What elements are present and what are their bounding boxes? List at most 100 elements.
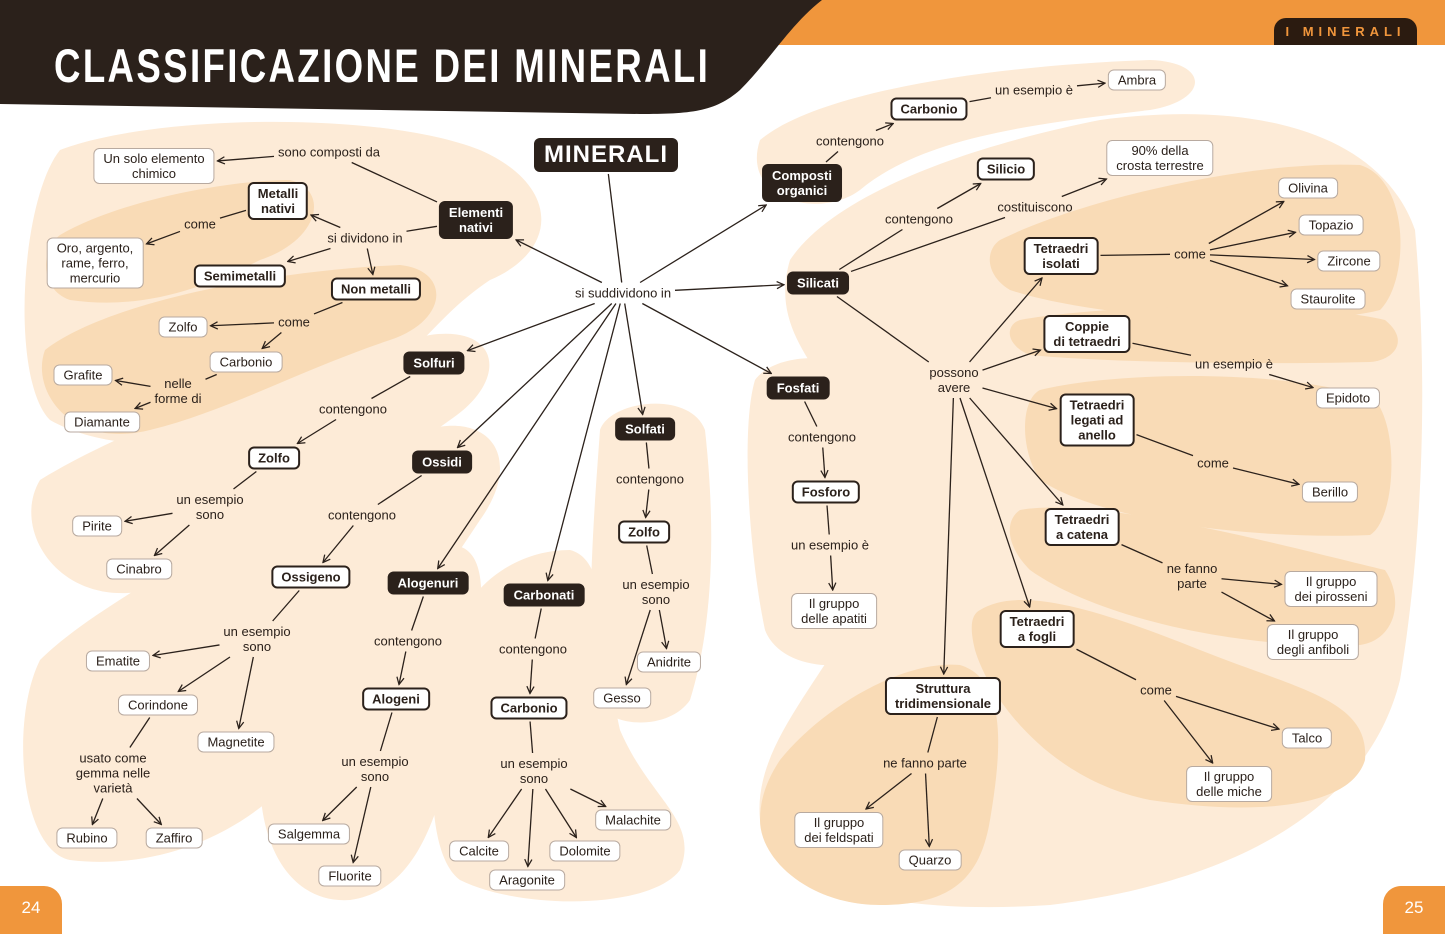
arrow-suddividono-to-fosfati (642, 302, 771, 374)
line-minerali-to-suddividono (607, 173, 623, 283)
line-elementi-to-composti_da (351, 161, 438, 203)
arrow-possono-to-struttura (944, 397, 955, 674)
blob-tisolati (989, 164, 1401, 321)
arrow-esempio1-to-cinabro (154, 524, 190, 556)
concept-node-zolfo3: Zolfo (618, 520, 670, 544)
concept-node-zaffiro: Zaffiro (145, 827, 203, 849)
arrow-usato-to-zaffiro (136, 798, 161, 825)
concept-node-topazio: Topazio (1298, 214, 1364, 236)
arrow-suddividono-to-carbonati (548, 303, 621, 581)
line-carbonio1-to-nelle (205, 373, 217, 380)
line-solfati-to-contengono5 (645, 442, 650, 469)
link-label-contengono3: contengono (374, 633, 442, 649)
line-silicati-to-possono (836, 295, 930, 363)
line-elementi-to-si_dividono (406, 225, 438, 232)
link-label-contengono4: contengono (499, 641, 567, 657)
concept-node-pirosseni: Il gruppo dei pirosseni (1284, 571, 1378, 607)
title-banner (0, 0, 822, 114)
arrow-si_dividono-to-nonmetalli (366, 248, 373, 275)
link-label-contengono1: contengono (319, 401, 387, 417)
concept-node-pirite: Pirite (72, 515, 122, 537)
arrow-composti_da-to-un_solo (218, 155, 275, 161)
concept-node-talco: Talco (1281, 727, 1333, 749)
blob-fogli (971, 599, 1366, 808)
arrow-esempio1-to-pirite (125, 512, 173, 521)
concept-node-zolfo2: Zolfo (248, 446, 300, 470)
concept-node-feldspati: Il gruppo dei feldspati (794, 812, 884, 848)
link-label-esempio7: un esempio è (994, 82, 1074, 98)
concept-node-apatiti: Il gruppo delle apatiti (791, 593, 877, 629)
concept-node-anidrite: Anidrite (636, 651, 702, 673)
line-fosfati-to-contengono6 (804, 401, 818, 427)
arrow-esempio3-to-salgemma (323, 786, 358, 821)
link-label-come1: come (184, 216, 216, 232)
concept-node-rubino: Rubino (56, 827, 118, 849)
concept-node-staurolite: Staurolite (1290, 288, 1366, 310)
concept-node-oro: Oro, argento, rame, ferro, mercurio (46, 237, 144, 289)
arrow-contengono7-to-carbonio3 (875, 124, 893, 132)
concept-node-ematite: Ematite (85, 650, 151, 672)
line-coppie-to-esempio8 (1132, 342, 1192, 356)
concept-node-struttura: Struttura tridimensionale (884, 677, 1002, 715)
concept-node-catena: Tetraedri a catena (1044, 508, 1120, 546)
arrow-come3-to-olivina (1208, 202, 1284, 245)
blob-alogenuri (259, 545, 482, 901)
concept-node-composti: Composti organici (762, 164, 842, 202)
link-label-costituiscono: costituiscono (997, 199, 1073, 215)
line-carbonati-to-contengono4 (534, 608, 542, 639)
concept-node-solfuri: Solfuri (403, 351, 465, 375)
link-label-come3: come (1174, 246, 1206, 262)
link-label-nefanno1: ne fanno parte (1166, 561, 1218, 591)
line-zolfo2-to-esempio1 (233, 470, 257, 490)
arrow-come2-to-zolfo1 (211, 323, 275, 326)
concept-node-crosta: 90% della crosta terrestre (1106, 140, 1214, 176)
line-alogeni-to-esempio3 (379, 712, 393, 752)
concept-node-carbonio1: Carbonio (209, 351, 283, 373)
arrow-usato-to-rubino (92, 798, 104, 825)
arrow-possono-to-fogli (959, 397, 1030, 607)
line-zolfo3-to-esempio5 (646, 545, 654, 575)
arrow-esempio4-to-calcite (488, 788, 523, 838)
link-label-si-dividono: si dividono in (327, 230, 403, 246)
arrow-suddividono-to-composti (639, 205, 766, 284)
arrow-nelle-to-diamante (135, 401, 151, 408)
arrow-esempio4-to-malachite (570, 788, 605, 807)
arrow-come3-to-staurolite (1209, 259, 1288, 286)
concept-node-zircone: Zircone (1317, 250, 1381, 272)
arrow-possono-to-coppie (982, 350, 1041, 371)
arrow-esempio6-to-apatiti (831, 555, 833, 591)
concept-node-nonmetalli: Non metalli (330, 277, 422, 301)
line-struttura-to-nefanno2 (927, 716, 938, 753)
arrow-esempio2-to-ematite (153, 644, 220, 656)
arrow-come5-to-talco (1175, 695, 1279, 729)
link-label-usato: usato come gemma nelle varietà (75, 750, 151, 796)
arrow-esempio4-to-dolomite (544, 788, 576, 838)
arrow-contengono4-to-carbonio2 (530, 659, 532, 694)
page-title: CLASSIFICAZIONE DEI MINERALI (54, 39, 711, 92)
line-alogenuri-to-contengono3 (411, 596, 424, 631)
arrow-esempio7-to-ambra (1076, 83, 1105, 86)
concept-node-zolfo1: Zolfo (158, 316, 208, 338)
link-label-esempio3: un esempio sono (341, 754, 409, 784)
arrow-come4-to-berillo (1232, 467, 1299, 484)
line-ossigeno-to-esempio2 (272, 590, 300, 622)
link-label-come5: come (1140, 682, 1172, 698)
link-label-esempio6: un esempio è (790, 537, 870, 553)
link-label-contengono8: contengono (885, 211, 953, 227)
blob-composti (756, 60, 1195, 204)
concept-node-fluorite: Fluorite (318, 865, 382, 887)
concept-node-coppie: Coppie di tetraedri (1043, 315, 1131, 353)
concept-node-alogeni: Alogeni (362, 687, 430, 711)
line-silicati-to-costituiscono (850, 216, 1006, 273)
concept-node-silicati: Silicati (787, 271, 849, 295)
line-tisolati-to-come3 (1100, 253, 1171, 257)
line-metalli-to-come1 (219, 209, 247, 219)
line-silicati-to-contengono8 (838, 228, 903, 271)
link-label-nelle: nelle forme di (154, 376, 202, 406)
concept-node-alogenuri: Alogenuri (387, 571, 469, 595)
concept-node-cinabro: Cinabro (106, 558, 172, 580)
link-label-esempio1: un esempio sono (176, 492, 244, 522)
arrow-esempio5-to-anidrite (658, 609, 666, 649)
arrow-esempio3-to-fluorite (353, 786, 372, 863)
line-catena-to-nefanno1 (1121, 544, 1163, 564)
